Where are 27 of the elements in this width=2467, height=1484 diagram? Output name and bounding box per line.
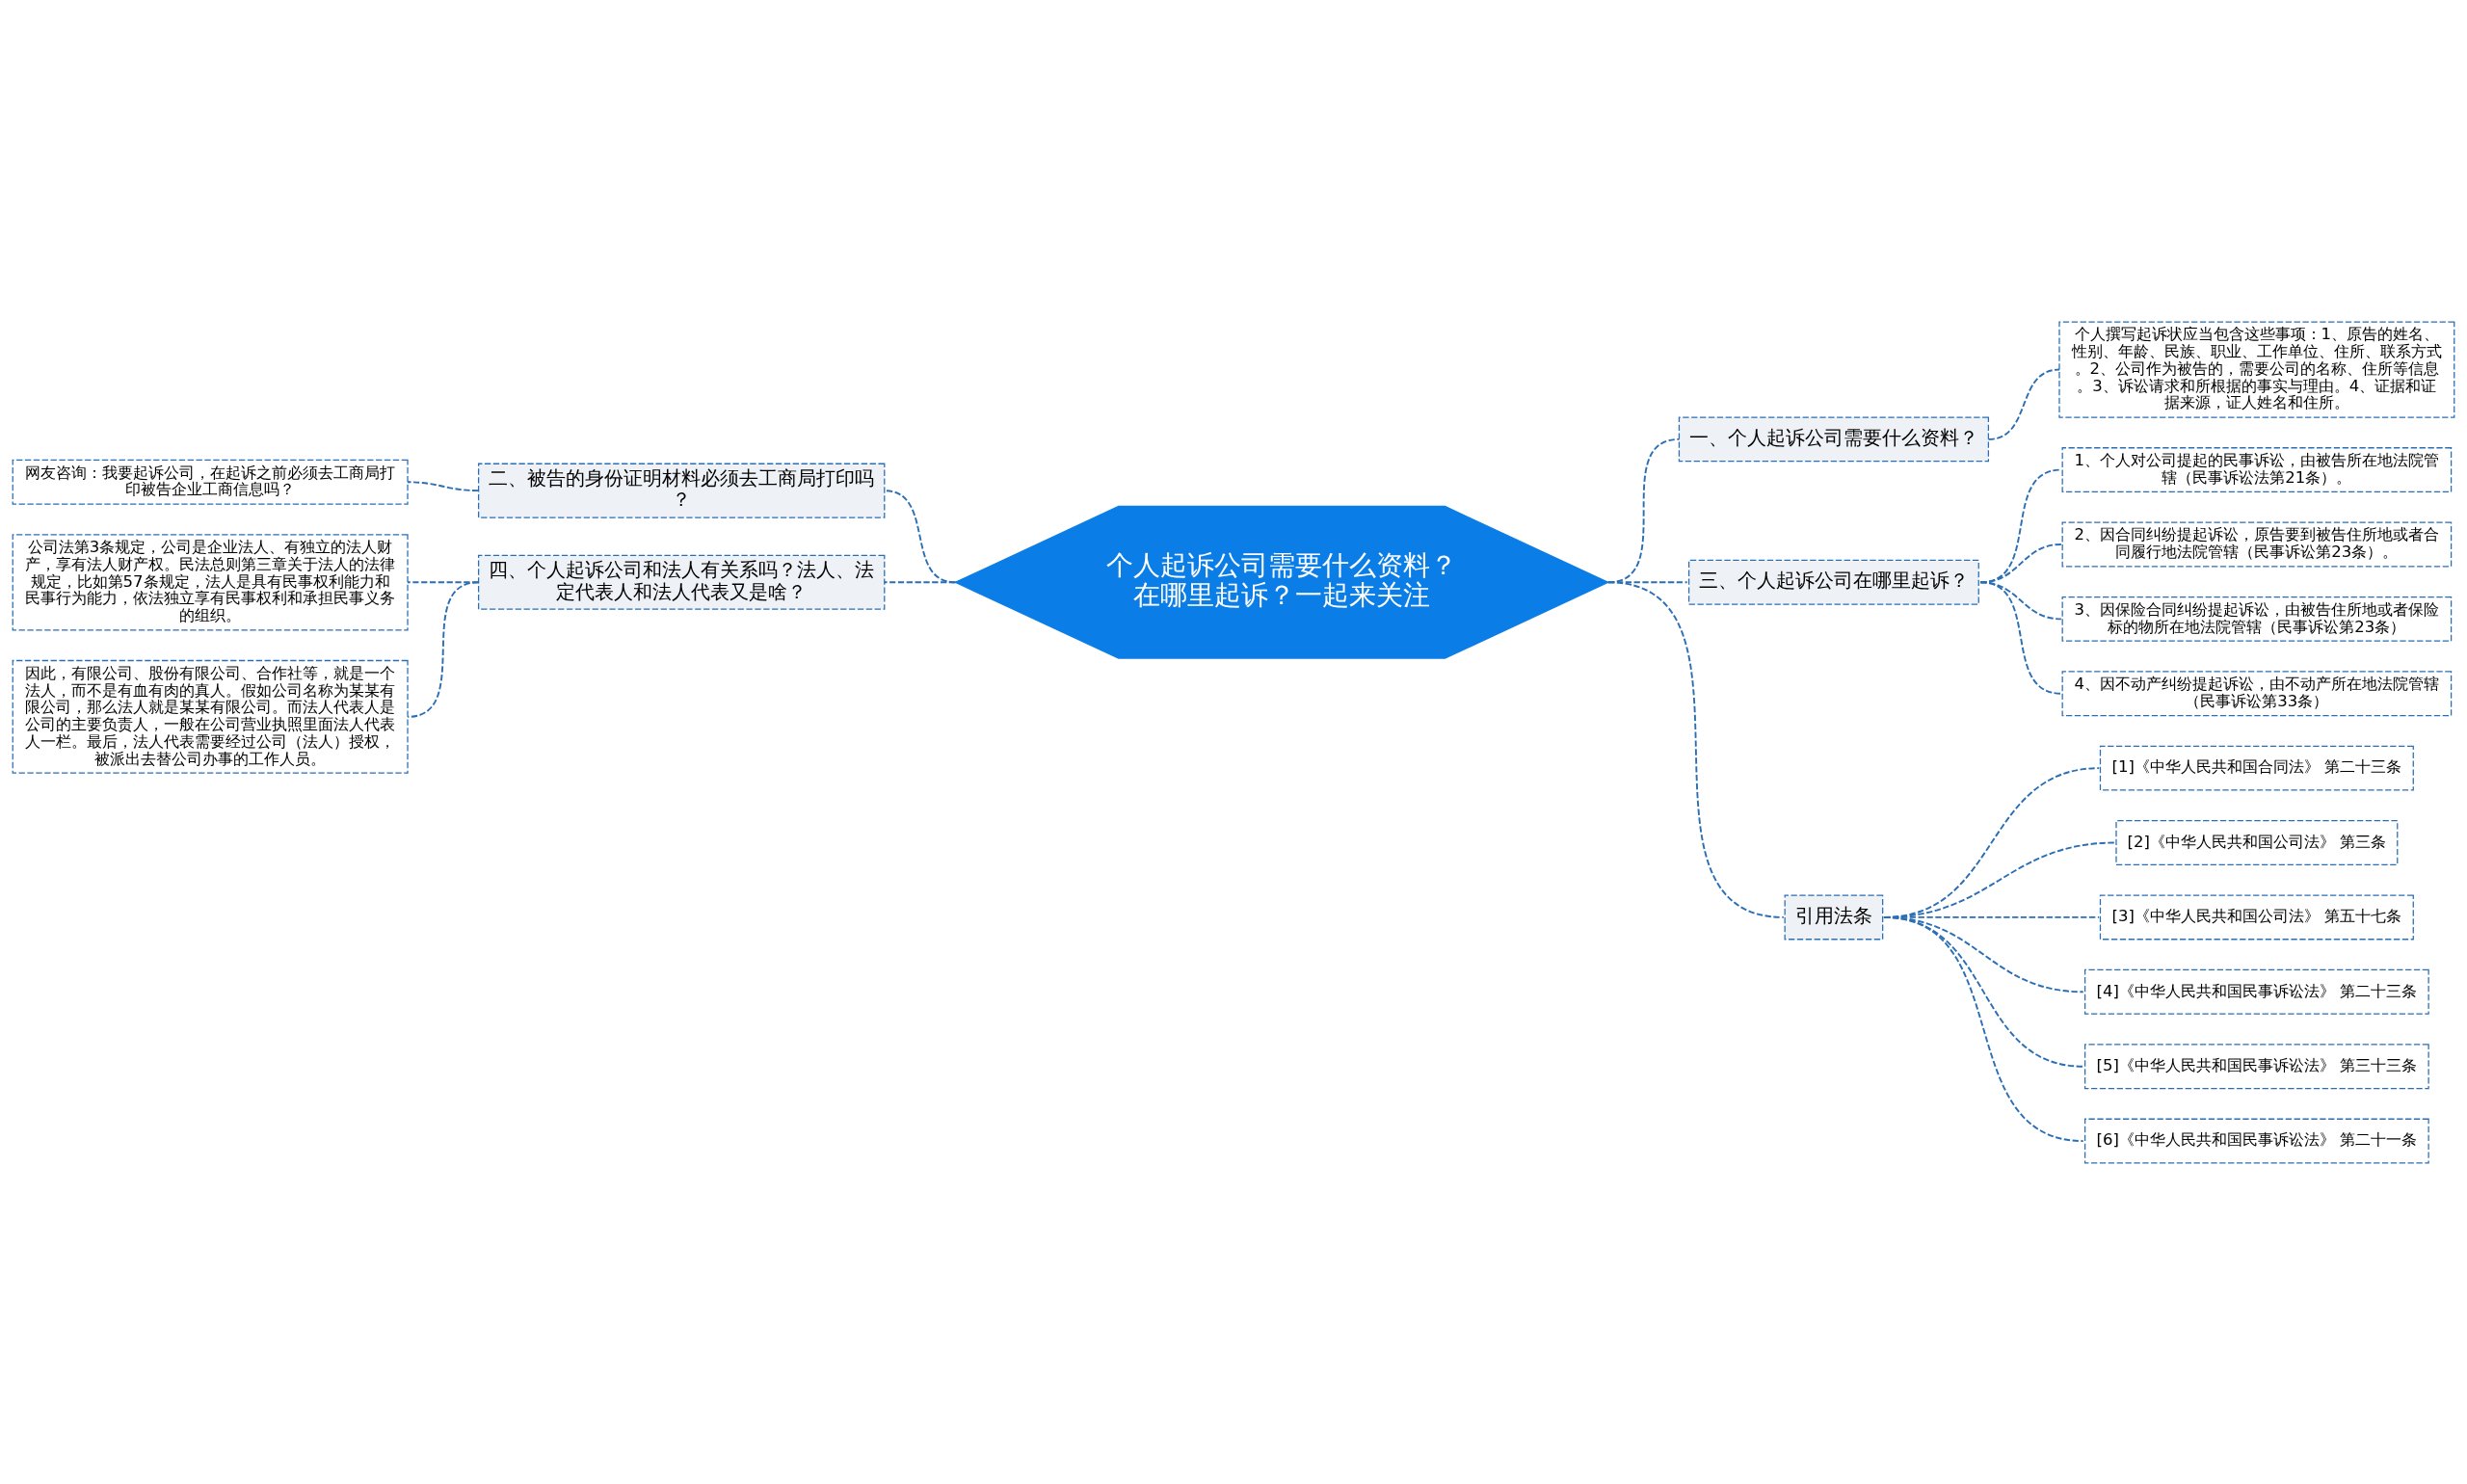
- node-box: 1、个人对公司提起的民事诉讼，由被告所在地法院管辖（民事诉讼法第21条）。: [2061, 446, 2453, 492]
- node-box: [5]《中华人民共和国民事诉讼法》 第三十三条: [2084, 1043, 2429, 1089]
- node-box: 公司法第3条规定，公司是企业法人、有独立的法人财产，享有法人财产权。民法总则第三章关于法人的法律规定，比如第57条规定，法人是具有民事权利能力和民事行为能力，依法独立享有民事权利和承担民事义务的组织。: [12, 533, 409, 630]
- connector: [407, 480, 480, 491]
- node-box: [4]《中华人民共和国民事诉讼法》 第二十三条: [2084, 968, 2429, 1015]
- connector: [1987, 368, 2060, 440]
- connector: [883, 580, 957, 583]
- connector: [1606, 580, 1785, 918]
- node-box: [6]《中华人民共和国民事诉讼法》 第二十一条: [2084, 1118, 2429, 1164]
- connector: [1979, 580, 2062, 695]
- connector: [1883, 915, 2084, 1142]
- node-box: 因此，有限公司、股份有限公司、合作社等，就是一个法人，而不是有血有肉的真人。假如公司名称为某某有限公司，那么法人就是某某有限公司。而法人代表人是公司的主要负责人，一般在公司营业执照里面法人代表人一栏。最后，法人代表需要经过公司（法人）授权，被派出去替公司办事的工作人员。: [12, 659, 409, 774]
- connector: [883, 489, 957, 583]
- node-box: 网友咨询：我要起诉公司，在起诉之前必须去工商局打印被告企业工商信息吗？: [12, 459, 409, 505]
- node-box: 四、个人起诉公司和法人有关系吗？法人、法定代表人和法人代表又是啥？: [477, 554, 886, 610]
- node-box: 2、因合同纠纷提起诉讼，原告要到被告住所地或者合同履行地法院管辖（民事诉讼第23条）。: [2061, 521, 2453, 567]
- node-box: 三、个人起诉公司在哪里起诉？: [1687, 559, 1979, 605]
- node-box: 3、因保险合同纠纷提起诉讼，由被告住所地或者保险标的物所在地法院管辖（民事诉讼第23条）: [2061, 596, 2453, 642]
- node-box: [2]《中华人民共和国公司法》 第三条: [2115, 819, 2399, 865]
- node-box: 4、因不动产纠纷提起诉讼，由不动产所在地法院管辖（民事诉讼第33条）: [2061, 670, 2453, 716]
- node-box: 引用法条: [1784, 893, 1884, 940]
- connector: [407, 580, 480, 718]
- node-box: 个人撰写起诉状应当包含这些事项：1、原告的姓名、性别、年龄、民族、职业、工作单位、住所、联系方式。2、公司作为被告的，需要公司的名称、住所等信息。3、诉讼请求和所根据的事实与理由。4、证据和证据来源，证人姓名和住所。: [2058, 320, 2455, 418]
- node-box: [3]《中华人民共和国公司法》 第五十七条: [2099, 893, 2414, 940]
- node-box: 二、被告的身份证明材料必须去工商局打印吗？: [477, 463, 886, 518]
- node-box: [1]《中华人民共和国合同法》 第二十三条: [2099, 745, 2414, 791]
- node-box: 一、个人起诉公司需要什么资料？: [1678, 415, 1990, 462]
